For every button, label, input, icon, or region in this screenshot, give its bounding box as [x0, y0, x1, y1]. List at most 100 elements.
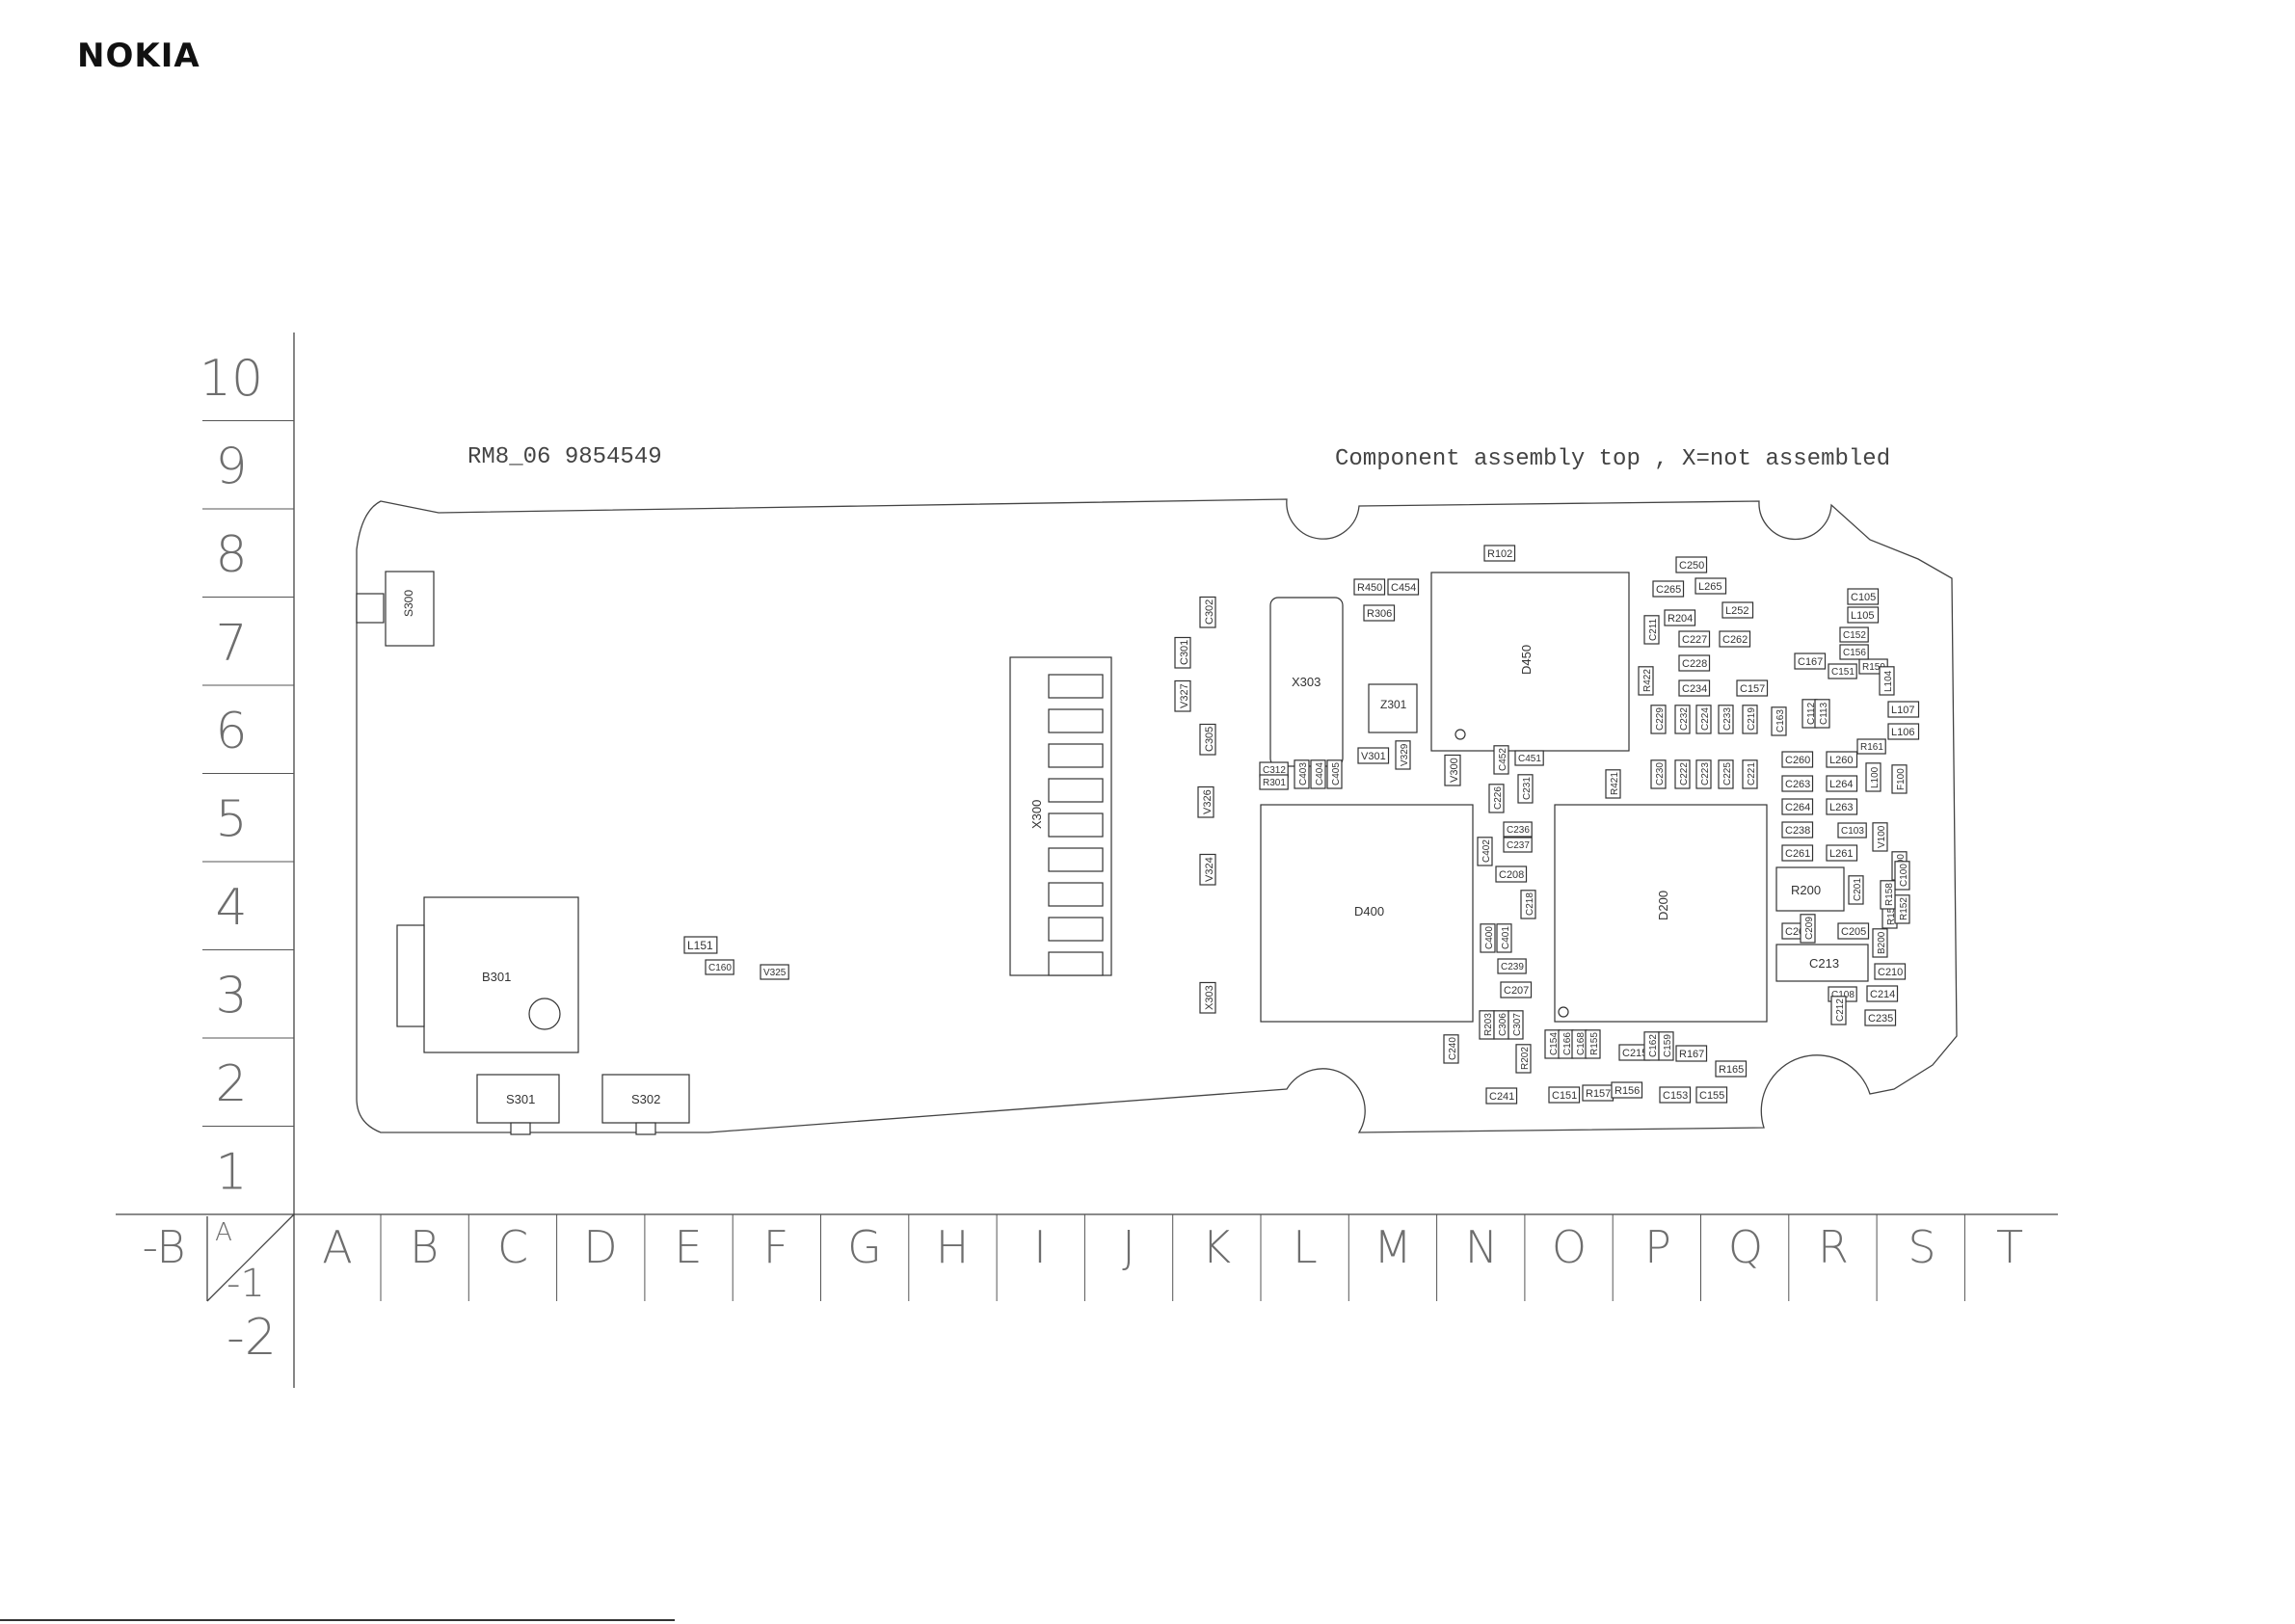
column-label: T — [1996, 1221, 2023, 1273]
component-label: C112 — [1806, 702, 1817, 725]
component-label: C238 — [1785, 825, 1810, 837]
component-label: C225 — [1722, 762, 1733, 785]
component-label: D200 — [1656, 891, 1670, 920]
component: C221 — [1742, 759, 1758, 789]
row-label: 5 — [215, 791, 247, 849]
component: C159 — [1658, 1031, 1674, 1061]
component-label: L151 — [687, 939, 713, 952]
component: C305 — [1199, 723, 1216, 756]
component: C404 — [1310, 759, 1326, 789]
component-x300: X300 — [1009, 656, 1112, 976]
connector-pin — [1048, 882, 1104, 907]
connector-pin — [1048, 917, 1104, 942]
component: R102 — [1483, 545, 1516, 562]
component-s302 — [601, 1074, 690, 1124]
component-label: L105 — [1851, 610, 1874, 622]
component: C223 — [1695, 759, 1712, 789]
component-label: C224 — [1700, 707, 1711, 731]
component-label: C301 — [1179, 640, 1190, 665]
component-label: R301 — [1263, 778, 1286, 788]
row-label: 3 — [215, 968, 247, 1025]
component-d450-dot — [1454, 729, 1466, 740]
component-d200-dot — [1558, 1006, 1569, 1018]
component: C152 — [1839, 626, 1869, 643]
component-label: R306 — [1367, 608, 1392, 620]
column-label: F — [763, 1221, 788, 1273]
component-label: C260 — [1785, 755, 1810, 766]
component: C405 — [1326, 759, 1343, 789]
component-label: R102 — [1487, 548, 1512, 560]
component: C232 — [1674, 705, 1691, 734]
component: C103 — [1837, 822, 1867, 839]
component-label: C208 — [1499, 869, 1524, 881]
large-components: S300 X300 B301 S301 S302 X303 Z301 D450 — [356, 571, 1869, 1135]
column-label: B — [410, 1221, 439, 1273]
component: R203 — [1479, 1010, 1495, 1040]
component: C210 — [1874, 963, 1907, 980]
component-label: C159 — [1663, 1034, 1673, 1057]
component: L100 — [1865, 762, 1881, 792]
component: C166 — [1558, 1029, 1574, 1059]
component-label: C214 — [1870, 989, 1895, 1000]
component: C235 — [1864, 1009, 1897, 1026]
connector-pin — [1048, 674, 1104, 699]
component-label: C151 — [1552, 1090, 1577, 1102]
component-label: R421 — [1610, 772, 1620, 795]
column-label: N — [1465, 1221, 1498, 1273]
component-b301-mark — [528, 998, 561, 1030]
component-label: C154 — [1549, 1032, 1560, 1055]
component: C263 — [1781, 775, 1814, 792]
column-label: G — [847, 1221, 882, 1273]
component: C451 — [1514, 750, 1544, 766]
component: C401 — [1496, 923, 1512, 953]
component-label: V326 — [1202, 789, 1214, 814]
neg-row-label: -1 — [227, 1262, 265, 1306]
component-label: V325 — [763, 968, 787, 978]
component-label: L263 — [1829, 802, 1853, 813]
component: C156 — [1839, 644, 1869, 660]
component-label: C213 — [1809, 956, 1839, 971]
component: B200 — [1872, 928, 1888, 958]
component-label: C239 — [1501, 962, 1524, 972]
component: C100 — [1894, 861, 1910, 891]
component-label: C228 — [1682, 658, 1707, 670]
component: F100 — [1891, 764, 1908, 794]
component-label: C305 — [1204, 727, 1215, 752]
component-label: V329 — [1400, 743, 1410, 766]
component: L104 — [1879, 666, 1895, 696]
component: C153 — [1659, 1086, 1692, 1104]
component: C454 — [1387, 578, 1420, 596]
component: C151 — [1828, 663, 1857, 679]
component: C214 — [1866, 985, 1899, 1002]
column-label: M — [1374, 1221, 1412, 1273]
component: C400 — [1480, 923, 1496, 953]
column-label: L — [1293, 1221, 1318, 1273]
component: C219 — [1742, 705, 1758, 734]
component: C208 — [1495, 865, 1528, 883]
component-z301 — [1368, 683, 1418, 733]
component: C234 — [1678, 679, 1711, 697]
component: R157 — [1582, 1084, 1615, 1102]
component-label: X300 — [1029, 800, 1044, 829]
component-label: C306 — [1498, 1013, 1508, 1036]
row-label: 2 — [215, 1055, 247, 1113]
component-label: C156 — [1843, 648, 1866, 658]
component: C209 — [1800, 914, 1816, 944]
row-label: 10 — [200, 350, 263, 408]
component: L260 — [1826, 751, 1858, 768]
nokia-logo: NOKIA — [77, 37, 200, 75]
column-label: D — [583, 1221, 617, 1273]
component-label: F100 — [1896, 768, 1907, 790]
component: V327 — [1174, 679, 1191, 712]
component: R156 — [1611, 1081, 1643, 1099]
component-label: C233 — [1722, 707, 1733, 731]
component: V100 — [1872, 822, 1888, 852]
component-label: C219 — [1747, 707, 1757, 731]
component-label: C221 — [1747, 762, 1757, 785]
component-label: R204 — [1668, 613, 1693, 625]
footer-rule — [0, 1619, 675, 1621]
column-label: A — [215, 1218, 232, 1247]
component-label: V300 — [1449, 758, 1460, 783]
component-label: C231 — [1522, 777, 1533, 800]
